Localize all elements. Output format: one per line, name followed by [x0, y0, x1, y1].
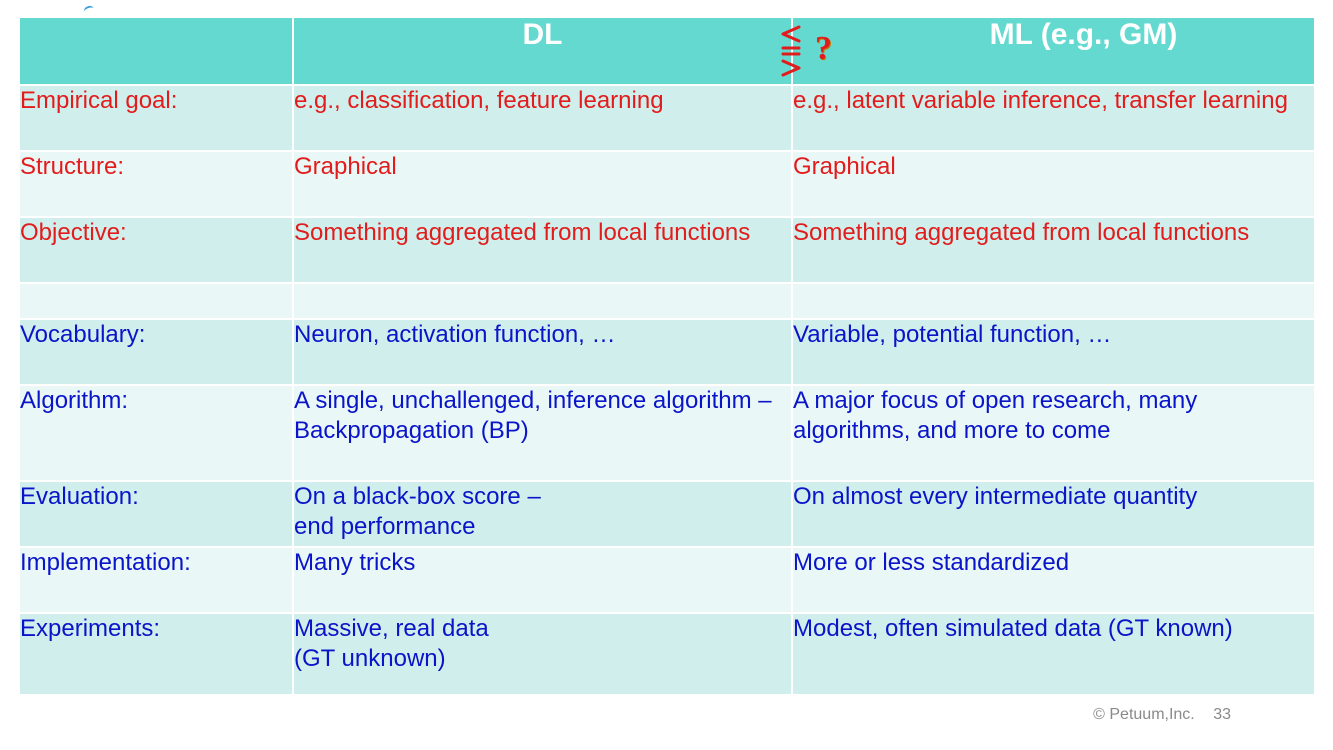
page-number: 33 — [1213, 706, 1231, 723]
dl-cell: Graphical — [292, 150, 793, 218]
row-label: Experiments: — [18, 612, 294, 696]
header-empty-cell — [18, 16, 294, 86]
row-label: Algorithm: — [18, 384, 294, 482]
decorative-tick-mark — [82, 4, 96, 16]
header-dl: DL — [292, 16, 793, 86]
row-experiments: Experiments: Massive, real data (GT unkn… — [18, 612, 1316, 696]
row-label: Empirical goal: — [18, 84, 294, 152]
dl-cell: Neuron, activation function, … — [292, 318, 793, 386]
row-vocabulary: Vocabulary: Neuron, activation function,… — [18, 318, 1316, 386]
copyright-text: © Petuum,Inc. — [1093, 706, 1195, 723]
ml-cell: Graphical — [791, 150, 1316, 218]
dl-cell — [292, 282, 793, 320]
header-row: DL ? ML (e.g., GM) — [18, 16, 1316, 86]
header-ml: ? ML (e.g., GM) — [781, 16, 1316, 86]
ml-cell: Variable, potential function, … — [791, 318, 1316, 386]
row-algorithm: Algorithm: A single, unchallenged, infer… — [18, 384, 1316, 482]
dl-cell: Many tricks — [292, 546, 793, 614]
dl-cell: On a black-box score – end performance — [292, 480, 793, 548]
row-label: Vocabulary: — [18, 318, 294, 386]
ml-cell: Modest, often simulated data (GT known) — [791, 612, 1316, 696]
row-empirical-goal: Empirical goal: e.g., classification, fe… — [18, 84, 1316, 152]
ml-cell: On almost every intermediate quantity — [791, 480, 1316, 548]
slide-footer: © Petuum,Inc. 33 — [1093, 706, 1231, 724]
ml-cell — [791, 282, 1316, 320]
ml-cell: More or less standardized — [791, 546, 1316, 614]
ml-cell: e.g., latent variable inference, transfe… — [791, 84, 1316, 152]
dl-cell: Something aggregated from local function… — [292, 216, 793, 284]
comparison-table: DL ? ML (e.g., GM) Empirical goal: e.g.,… — [18, 16, 1316, 696]
row-spacer — [18, 282, 1316, 320]
row-label: Structure: — [18, 150, 294, 218]
ml-cell: Something aggregated from local function… — [791, 216, 1316, 284]
row-label: Evaluation: — [18, 480, 294, 548]
row-label: Objective: — [18, 216, 294, 284]
row-objective: Objective: Something aggregated from loc… — [18, 216, 1316, 284]
ml-cell: A major focus of open research, many alg… — [791, 384, 1316, 482]
row-implementation: Implementation: Many tricks More or less… — [18, 546, 1316, 614]
dl-cell: e.g., classification, feature learning — [292, 84, 793, 152]
row-evaluation: Evaluation: On a black-box score – end p… — [18, 480, 1316, 548]
row-label — [18, 282, 294, 320]
row-label: Implementation: — [18, 546, 294, 614]
dl-cell: Massive, real data (GT unknown) — [292, 612, 793, 696]
question-mark: ? — [815, 30, 832, 67]
less-equal-greater-icon — [781, 25, 801, 77]
dl-cell: A single, unchallenged, inference algori… — [292, 384, 793, 482]
row-structure: Structure: Graphical Graphical — [18, 150, 1316, 218]
